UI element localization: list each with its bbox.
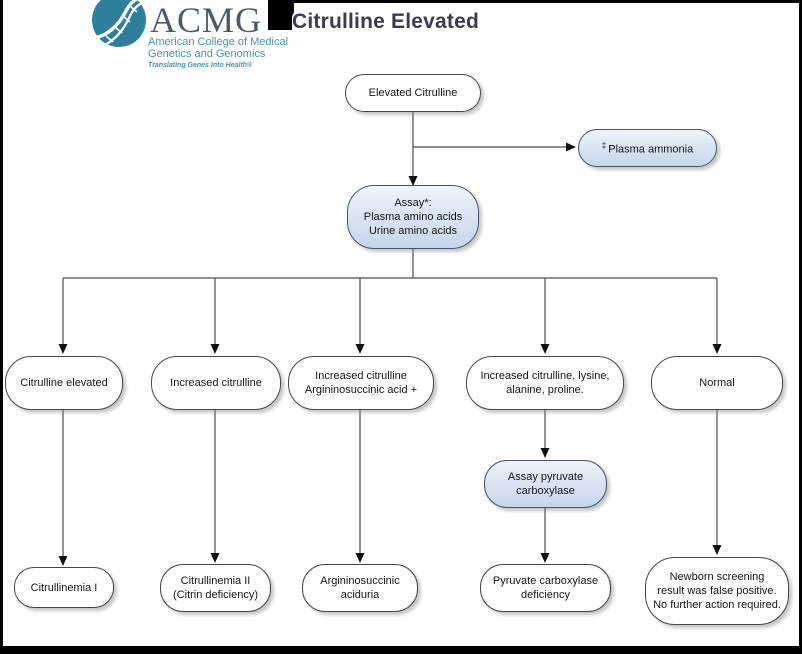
- frame-top-border: [268, 0, 802, 3]
- acmg-tagline: Translating Genes Into Health®: [148, 62, 253, 69]
- node-elevated-citrulline: Elevated Citrulline: [345, 74, 481, 112]
- node-label: ‡Plasma ammonia: [601, 141, 694, 156]
- frame-bottom-border: [0, 646, 802, 654]
- frame-right-border: [799, 0, 802, 654]
- node-label: Citrulline elevated: [20, 377, 108, 389]
- acmg-logo-acronym: ACMG: [150, 0, 263, 40]
- node-increased-citrulline: Increased citrulline: [151, 356, 281, 410]
- node-label: Argininosuccinic: [320, 575, 400, 587]
- frame-left-border: [0, 0, 3, 654]
- node-citrullinemia-i: Citrullinemia I: [14, 567, 114, 608]
- node-citrullinemia-ii: Citrullinemia II (Citrin deficiency): [160, 564, 271, 612]
- node-argininosuccinic-aciduria: Argininosuccinic aciduria: [302, 564, 418, 612]
- node-label: Urine amino acids: [368, 225, 458, 237]
- page-title: Citrulline Elevated: [292, 10, 486, 36]
- node-label: (Citrin deficiency): [173, 589, 258, 601]
- node-label: deficiency: [521, 589, 570, 601]
- node-label: Plasma amino acids: [363, 211, 463, 223]
- node-increased-citrulline-argininosuccinic: Increased citrulline Argininosuccinic ac…: [288, 356, 434, 410]
- frame-corner-notch: [268, 0, 294, 30]
- acmg-dna-logo-icon: [92, 0, 147, 49]
- node-label: Argininosuccinic acid +: [304, 384, 418, 396]
- node-label: Pyruvate carboxylase: [492, 575, 599, 587]
- node-normal: Normal: [651, 356, 783, 410]
- node-citrulline-elevated: Citrulline elevated: [5, 356, 123, 410]
- node-label: Citrullinemia II: [180, 575, 251, 587]
- acmg-org-name: American College of Medical Genetics and…: [148, 36, 289, 60]
- node-label: carboxylase: [516, 485, 575, 497]
- node-label: result was false positive.: [657, 585, 777, 597]
- node-label: Normal: [699, 377, 735, 389]
- node-label: No further action required.: [653, 599, 781, 611]
- node-label: Increased citrulline, lysine,: [480, 370, 610, 382]
- node-label: Assay*:: [394, 197, 432, 209]
- node-assay-pyruvate-carboxylase: Assay pyruvate carboxylase: [484, 460, 607, 508]
- node-label: aciduria: [340, 589, 380, 601]
- node-plasma-ammonia: ‡Plasma ammonia: [578, 129, 717, 167]
- node-newborn-screening-false-positive: Newborn screening result was false posit…: [645, 557, 789, 625]
- node-label: Citrullinemia I: [30, 581, 98, 594]
- node-label: Elevated Citrulline: [368, 87, 458, 99]
- node-label: alanine, proline.: [506, 384, 584, 396]
- node-assay-amino-acids: Assay*: Plasma amino acids Urine amino a…: [347, 185, 479, 249]
- node-label: Assay pyruvate: [507, 471, 584, 483]
- acmg-org-line2: Genetics and Genomics: [148, 47, 266, 60]
- node-increased-citrulline-lysine-alanine-proline: Increased citrulline, lysine, alanine, p…: [466, 356, 624, 410]
- node-label: Increased citrulline: [170, 377, 262, 389]
- acmg-org-line1: American College of Medical: [148, 36, 289, 48]
- node-label: Increased citrulline: [315, 370, 407, 382]
- double-dagger-marker: ‡: [601, 141, 607, 151]
- node-label: Newborn screening: [669, 571, 765, 583]
- node-pyruvate-carboxylase-deficiency: Pyruvate carboxylase deficiency: [480, 564, 611, 612]
